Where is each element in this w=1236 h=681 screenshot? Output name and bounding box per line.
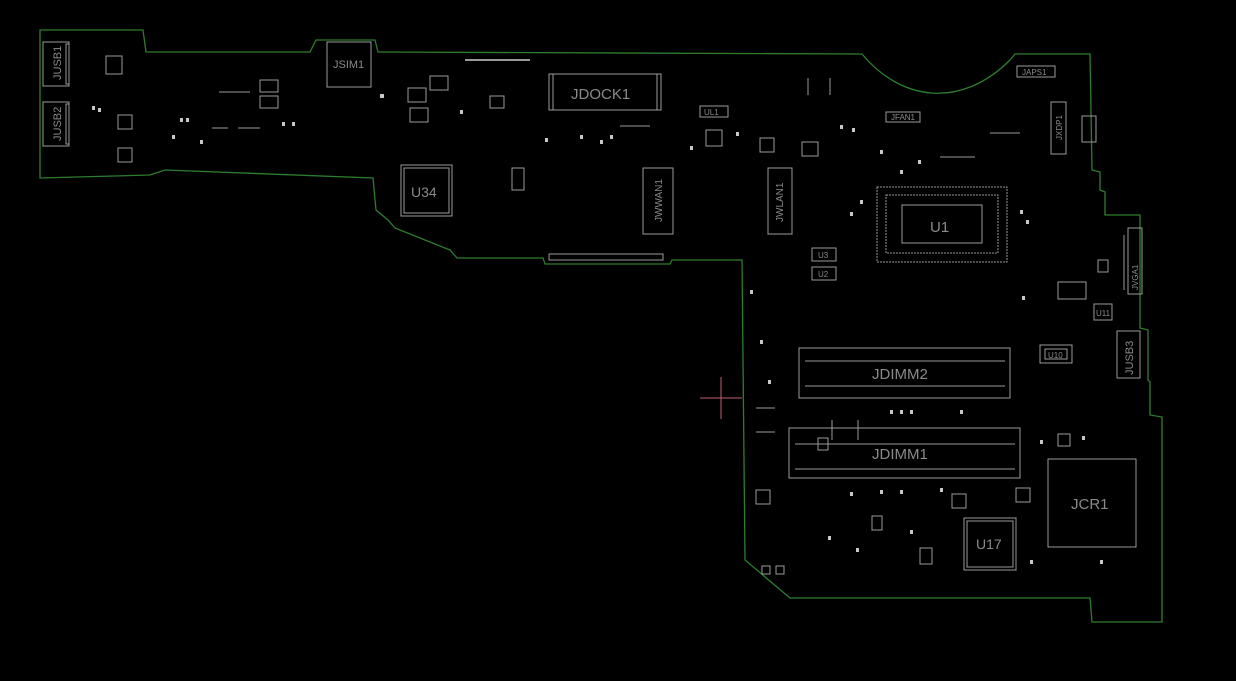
jcr1-label: JCR1 xyxy=(1071,496,1109,513)
jvga1-label: JVGA1 xyxy=(1131,264,1140,290)
component[interactable] xyxy=(1081,115,1097,143)
jxdp1-connector[interactable]: JXDP1 xyxy=(1050,101,1067,155)
u17-label: U17 xyxy=(976,536,1002,552)
u17-chip[interactable]: U17 xyxy=(963,517,1017,571)
crosshair-icon xyxy=(700,377,742,419)
u10-label: U10 xyxy=(1048,351,1063,360)
u3-chip[interactable]: U3 xyxy=(811,247,837,262)
jdock1-connector[interactable]: JDOCK1 xyxy=(548,73,662,111)
jdock1-label: JDOCK1 xyxy=(571,86,630,103)
jvga1-connector[interactable]: JVGA1 xyxy=(1127,227,1143,295)
jwlan1-label: JWLAN1 xyxy=(775,182,786,222)
ul1-chip[interactable]: UL1 xyxy=(699,105,729,118)
ul1-label: UL1 xyxy=(704,108,719,117)
jusb1-connector[interactable]: JUSB1 xyxy=(42,41,70,87)
japs1-connector[interactable]: JAPS1 xyxy=(1016,65,1056,78)
jusb2-connector[interactable]: JUSB2 xyxy=(42,101,70,147)
component[interactable] xyxy=(117,147,133,163)
u2-label: U2 xyxy=(818,270,829,279)
jdimm1-label: JDIMM1 xyxy=(872,446,928,463)
jusb1-label: JUSB1 xyxy=(52,46,64,80)
component[interactable] xyxy=(117,114,133,130)
u3-label: U3 xyxy=(818,251,829,260)
component[interactable] xyxy=(105,55,123,75)
small-components xyxy=(212,59,1125,575)
japs1-label: JAPS1 xyxy=(1022,68,1047,77)
board-outline xyxy=(39,29,1163,623)
u34-chip[interactable]: U34 xyxy=(400,164,453,217)
jcr1-connector[interactable]: JCR1 xyxy=(1047,458,1137,548)
jdimm2-slot[interactable]: JDIMM2 xyxy=(798,347,1011,399)
pads xyxy=(92,94,1103,564)
jusb2-label: JUSB2 xyxy=(52,107,64,141)
jfan1-label: JFAN1 xyxy=(891,113,916,122)
jxdp1-label: JXDP1 xyxy=(1055,115,1064,140)
u10-chip[interactable]: U10 xyxy=(1039,344,1073,364)
jdimm2-label: JDIMM2 xyxy=(872,366,928,383)
u1-label: U1 xyxy=(930,219,949,236)
jsim1-label: JSIM1 xyxy=(333,59,364,71)
jfan1-connector[interactable]: JFAN1 xyxy=(885,111,921,123)
jdimm1-slot[interactable]: JDIMM1 xyxy=(788,427,1021,479)
jwlan1-connector[interactable]: JWLAN1 xyxy=(767,167,793,235)
jsim1-connector[interactable]: JSIM1 xyxy=(326,41,372,88)
jwwan1-label: JWWAN1 xyxy=(654,179,665,222)
jwwan1-connector[interactable]: JWWAN1 xyxy=(642,167,674,235)
jusb3-connector[interactable]: JUSB3 xyxy=(1116,330,1141,379)
u1-cpu[interactable]: U1 xyxy=(876,186,1008,263)
u2-chip[interactable]: U2 xyxy=(811,266,837,281)
component[interactable] xyxy=(1057,281,1087,300)
u11-chip[interactable]: U11 xyxy=(1093,303,1113,321)
u34-label: U34 xyxy=(411,184,437,200)
edge-connector[interactable] xyxy=(548,253,664,261)
u11-label: U11 xyxy=(1096,309,1111,318)
jusb3-label: JUSB3 xyxy=(1124,341,1136,375)
